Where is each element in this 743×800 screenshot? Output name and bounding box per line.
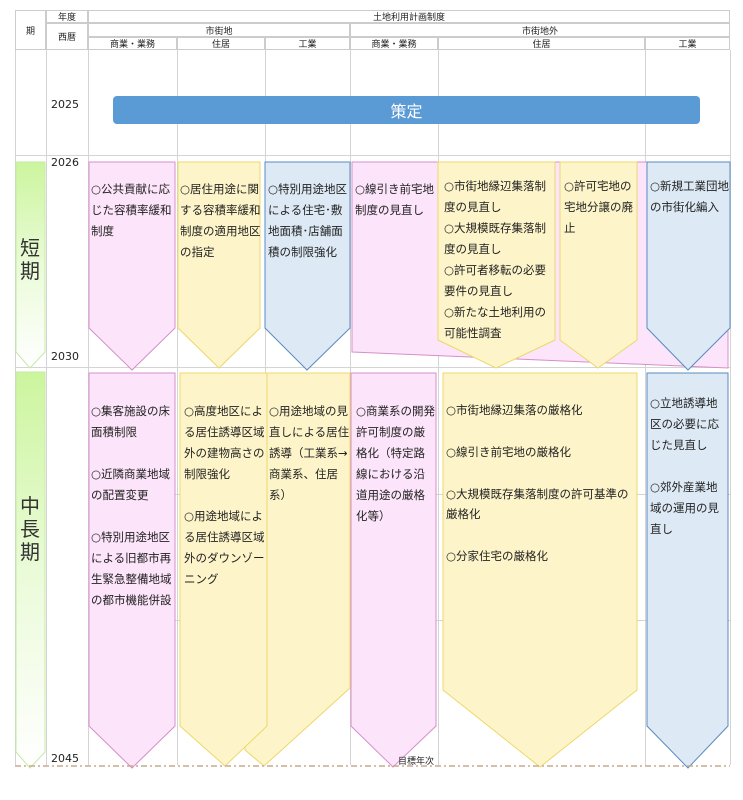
grid-line (46, 50, 47, 765)
measure-text: ○新規工業団地の市街化編入 (650, 179, 730, 214)
grid-line (15, 367, 730, 368)
measure-list: ○市街地縁辺集落の厳格化 ○線引き前宅地の厳格化 ○大規模既存集落制度の許可基準… (446, 400, 634, 566)
measure-text: ○許可宅地の宅地分譲の廃止 (564, 179, 633, 235)
phase-mid-long: 中長期 (20, 494, 40, 564)
year-2026: 2026 (51, 156, 79, 169)
measure-text: ○許可者移転の必要要件の見直し (444, 263, 547, 298)
measure-text: ○大規模既存集落制度の見直し (444, 221, 547, 256)
midlong-phase-arrow (15, 371, 46, 769)
measure-text: ○郊外産業地域の運用の見直し (650, 480, 719, 536)
phase-short: 短期 (20, 236, 40, 283)
grid-line (645, 50, 646, 765)
grid-line (15, 155, 730, 156)
measure-text: ○市街地縁辺集落の厳格化 (446, 403, 583, 417)
non-urban-header: 市街地外 (350, 23, 730, 37)
period-header: 期 (15, 10, 46, 50)
grid-line (177, 50, 178, 765)
western-year-header: 西暦 (46, 23, 88, 50)
arrow-blue (646, 372, 729, 769)
arrow-pink (88, 161, 176, 371)
arrow-yellow (559, 161, 638, 369)
measure-text: ○公共貢献に応じた容積率緩和制度 (91, 182, 172, 238)
col-urban-residential: 住居 (177, 37, 265, 50)
year-2030: 2030 (51, 350, 79, 363)
measure-text: ○新たな土地利用の可能性調査 (444, 305, 547, 340)
measure-list: ○立地誘導地区の必要に応じた見直し ○郊外産業地域の運用の見直し (650, 393, 728, 540)
col-nonurban-residential: 住居 (438, 37, 645, 50)
target-year-label: 目標年次 (398, 757, 435, 767)
measure-text: ○集客施設の床面積制限 (91, 404, 171, 439)
measure-list: ○市街地縁辺集落制度の見直し ○大規模既存集落制度の見直し ○許可者移転の必要要… (444, 176, 556, 344)
fiscal-year-header: 年度 (46, 10, 88, 23)
measure-text: ○市街地縁辺集落制度の見直し (444, 179, 547, 214)
arrow-yellow (179, 372, 268, 767)
arrow-yellow (177, 161, 261, 369)
measure-text: ○特別用途地区による住宅･敷地面積･店舗面積の制限強化 (268, 182, 348, 259)
grid-line (438, 50, 439, 765)
measure-text: ○特別用途地区による旧都市再生緊急整備地域の都市機能併設 (91, 530, 172, 607)
col-urban-commercial: 商業・業務 (88, 37, 177, 50)
measure-text: ○用途地域による居住誘導区域外のダウンゾーニング (184, 509, 265, 586)
measure-text: ○近隣商業地域の配置変更 (91, 467, 171, 502)
year-2045: 2045 (51, 752, 79, 765)
short-phase-arrow (15, 161, 46, 369)
measure-text: ○大規模既存集落制度の許可基準の厳格化 (446, 487, 629, 521)
arrow-blue (264, 161, 351, 371)
measure-list: ○集客施設の床面積制限 ○近隣商業地域の配置変更 ○特別用途地区による旧都市再生… (91, 401, 175, 611)
col-urban-industrial: 工業 (265, 37, 350, 50)
formulation-bar: 策定 (113, 96, 700, 124)
arrow-yellow (437, 161, 556, 369)
system-header: 土地利用計画制度 (88, 10, 730, 23)
measure-text: ○線引き前宅地の厳格化 (446, 445, 572, 459)
measure-text: ○居住用途に関する容積率緩和制度の適用地区の指定 (180, 182, 261, 259)
measure-text: ○高度地区による居住誘導区域外の建物高さの制限強化 (184, 404, 265, 481)
col-nonurban-commercial: 商業・業務 (350, 37, 438, 50)
measure-text: ○分家住宅の厳格化 (446, 549, 549, 563)
arrow-pink (88, 372, 176, 769)
urban-header: 市街地 (88, 23, 350, 37)
year-2025: 2025 (51, 98, 79, 111)
col-nonurban-industrial: 工業 (645, 37, 730, 50)
arrow-yellow (442, 372, 638, 768)
grid-line (730, 50, 731, 765)
measure-list: ○高度地区による居住誘導区域外の建物高さの制限強化 ○用途地域による居住誘導区域… (184, 401, 266, 590)
measure-text: ○商業系の開発許可制度の厳格化（特定路線における沿道用途の厳格化等） (356, 404, 436, 523)
measure-text: ○線引き前宅地制度の見直し (355, 182, 435, 217)
measure-text: ○立地誘導地区の必要に応じた見直し (650, 396, 719, 452)
arrow-blue (646, 161, 731, 371)
measure-text: ○用途地域の見直しによる居住誘導（工業系→商業系、住居系） (269, 404, 350, 502)
arrow-pink (350, 372, 437, 768)
